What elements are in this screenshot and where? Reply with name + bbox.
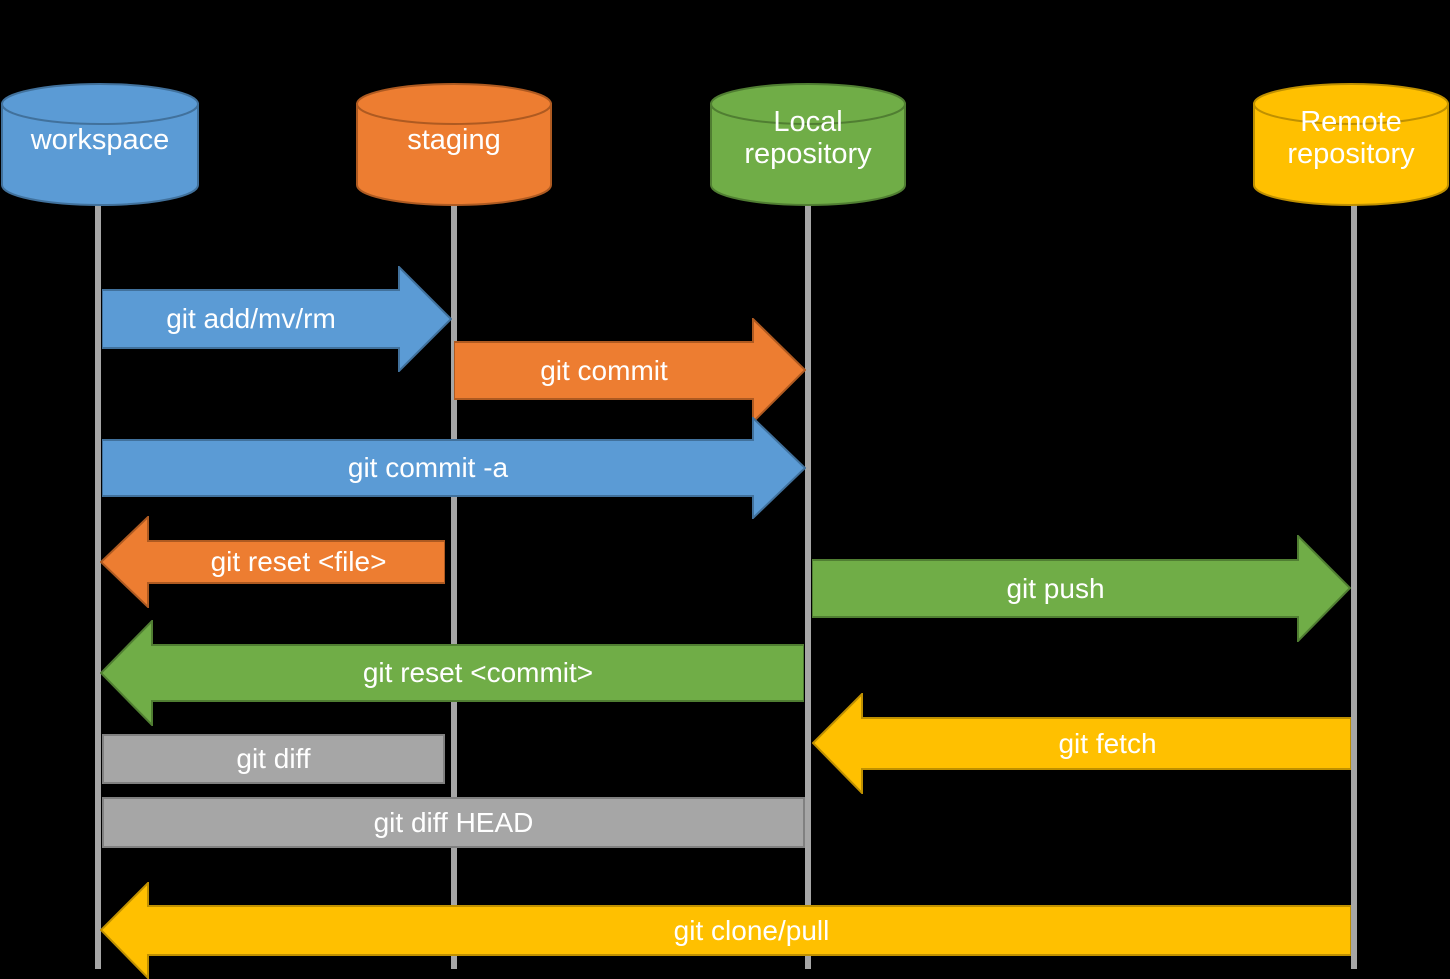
node-workspace[interactable]: workspace bbox=[0, 82, 200, 207]
message-git-add[interactable]: git add/mv/rm bbox=[102, 266, 452, 372]
message-git-reset-file[interactable]: git reset <file> bbox=[100, 516, 445, 608]
message-git-diff-head[interactable]: git diff HEAD bbox=[102, 797, 805, 848]
message-git-fetch[interactable]: git fetch bbox=[812, 693, 1351, 794]
lifeline-staging bbox=[451, 196, 457, 969]
node-label-staging: staging bbox=[407, 124, 501, 156]
arrow-shape bbox=[454, 318, 806, 423]
arrow-shape bbox=[812, 693, 1351, 794]
node-staging[interactable]: staging bbox=[355, 82, 553, 207]
message-label-git-diff-head: git diff HEAD bbox=[373, 806, 534, 838]
message-git-diff[interactable]: git diff bbox=[102, 734, 445, 784]
message-git-clone-pull[interactable]: git clone/pull bbox=[100, 882, 1351, 979]
message-git-commit[interactable]: git commit bbox=[454, 318, 806, 423]
arrow-shape bbox=[100, 882, 1351, 979]
cylinder-shape bbox=[1253, 83, 1449, 206]
message-label-git-diff: git diff bbox=[236, 743, 311, 774]
message-git-push[interactable]: git push bbox=[812, 535, 1351, 642]
lifeline-local bbox=[805, 196, 811, 969]
arrow-shape bbox=[102, 266, 452, 372]
lifeline-workspace bbox=[95, 190, 101, 969]
arrow-shape bbox=[102, 417, 806, 519]
cylinder-shape bbox=[1, 83, 199, 206]
cylinder-shape bbox=[710, 83, 906, 206]
arrow-shape bbox=[100, 516, 445, 608]
cylinder-shape bbox=[356, 83, 552, 206]
node-label-workspace: workspace bbox=[30, 124, 170, 156]
message-git-commit-a[interactable]: git commit -a bbox=[102, 417, 806, 519]
arrow-shape bbox=[100, 620, 804, 726]
message-git-reset-commit[interactable]: git reset <commit> bbox=[100, 620, 804, 726]
arrow-shape bbox=[812, 535, 1351, 642]
lifeline-remote bbox=[1351, 196, 1357, 969]
